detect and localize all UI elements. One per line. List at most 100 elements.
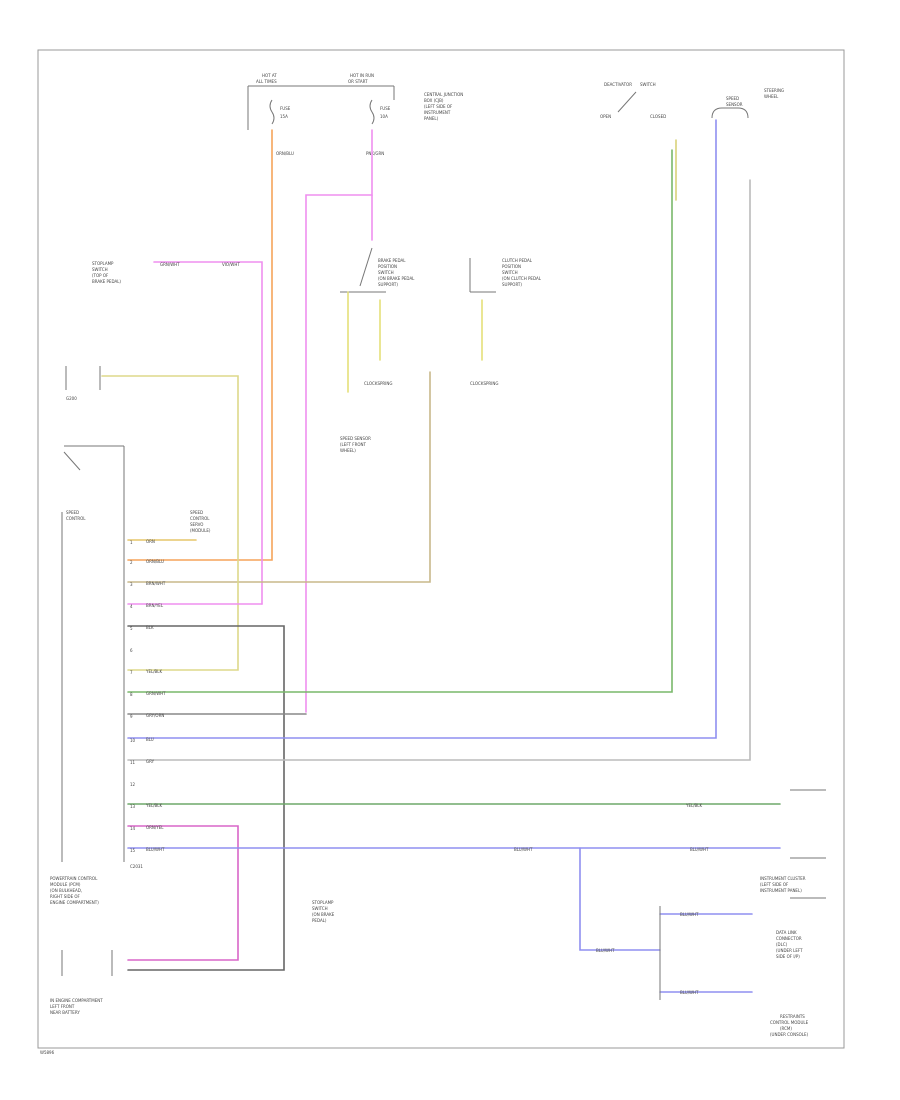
fuse-left-label-a: HOT AT xyxy=(262,73,277,78)
svg-text:(RCM): (RCM) xyxy=(780,1026,792,1031)
svg-text:(ON BRAKE PEDAL: (ON BRAKE PEDAL xyxy=(378,276,415,281)
svg-text:DEACTIVATOR: DEACTIVATOR xyxy=(604,82,632,87)
tag-pin14: ORN/YEL xyxy=(146,825,164,830)
svg-text:G200: G200 xyxy=(66,396,77,401)
pin-5: 5 xyxy=(130,626,133,631)
pin-13: 13 xyxy=(130,804,136,809)
tag-pin13: YEL/BLK xyxy=(145,803,163,808)
wire-pink-fuse-right xyxy=(305,129,373,713)
tag-pin5: BLK xyxy=(146,625,154,630)
clutch-pedal-switch: CLUTCH PEDAL POSITION SWITCH (ON CLUTCH … xyxy=(469,258,542,293)
svg-text:SPEED: SPEED xyxy=(726,96,739,101)
svg-text:(UNDER CONSOLE): (UNDER CONSOLE) xyxy=(770,1032,809,1037)
diagram-frame xyxy=(37,49,845,1049)
wire-pink-pin13 xyxy=(127,825,239,961)
tag-blue-right: BLU/WHT xyxy=(690,847,709,852)
wire-tag-2: VIO/WHT xyxy=(222,262,240,267)
pin-7: 7 xyxy=(130,670,133,675)
main-module-label: SPEED CONTROL SERVO (MODULE) xyxy=(190,510,211,533)
svg-text:(DLC): (DLC) xyxy=(776,942,788,947)
tag-pin15: BLU/WHT xyxy=(146,847,165,852)
pin-4: 4 xyxy=(130,604,133,609)
svg-text:WHEEL): WHEEL) xyxy=(340,448,356,453)
wire-blue-pin9 xyxy=(127,119,717,739)
tag-pin1: ORN xyxy=(146,539,155,544)
tag-blue-mid: BLU/WHT xyxy=(514,847,533,852)
left-ground-switch: G200 xyxy=(65,366,101,401)
brake-pedal-switch: BRAKE PEDAL POSITION SWITCH (ON BRAKE PE… xyxy=(340,247,415,293)
svg-text:(ON BULKHEAD,: (ON BULKHEAD, xyxy=(50,888,82,893)
svg-text:CONTROL MODULE: CONTROL MODULE xyxy=(770,1020,809,1025)
wire-black-pin5 xyxy=(127,625,285,971)
svg-text:SPEED SENSOR: SPEED SENSOR xyxy=(340,436,371,441)
svg-text:CONTROL: CONTROL xyxy=(66,516,86,521)
svg-text:BOX (CJB): BOX (CJB) xyxy=(424,98,444,103)
pin-10: 10 xyxy=(130,738,136,743)
wire-green-pin7 xyxy=(127,149,673,693)
fuse-right-wire: PNK/GRN xyxy=(366,151,384,156)
clockspring-label-1: CLOCKSPRING xyxy=(364,381,392,386)
wire-orange-fuse-left xyxy=(127,129,273,561)
fuse-left-amps: 15A xyxy=(280,114,288,119)
fuse-left-wire: ORN/BLU xyxy=(276,151,294,156)
svg-text:SWITCH: SWITCH xyxy=(640,82,656,87)
fuse-right-fuse: FUSE xyxy=(380,106,391,111)
wire-tan-vertical xyxy=(127,371,431,583)
tag-blue-branch: BLU/WHT xyxy=(596,948,615,953)
svg-text:DATA LINK: DATA LINK xyxy=(776,930,797,935)
fuse-right-label-a: HOT IN RUN xyxy=(350,73,374,78)
svg-text:(TOP OF: (TOP OF xyxy=(92,273,109,278)
wire-yellow-left-top xyxy=(101,375,239,671)
svg-text:OPEN: OPEN xyxy=(600,114,611,119)
tag-pin9: GRY/ORN xyxy=(146,713,164,718)
pin-1: 1 xyxy=(130,540,133,545)
top-right-switch: DEACTIVATOR SWITCH OPEN CLOSED xyxy=(600,82,666,119)
svg-text:(MODULE): (MODULE) xyxy=(190,528,211,533)
pin-2: 2 xyxy=(130,560,133,565)
wire-blue-branch xyxy=(579,847,661,951)
fuse-right-symbol xyxy=(369,99,375,125)
svg-text:STOPLAMP: STOPLAMP xyxy=(312,900,334,905)
pin-15: 15 xyxy=(130,848,136,853)
svg-text:SIDE OF I/P): SIDE OF I/P) xyxy=(776,954,800,959)
pin-14: 14 xyxy=(130,826,136,831)
clockspring-label-2: CLOCKSPRING xyxy=(470,381,498,386)
stoplamp-switch-left: STOPLAMP SWITCH (TOP OF BRAKE PEDAL) GRN… xyxy=(92,261,240,284)
svg-text:SWITCH: SWITCH xyxy=(378,270,394,275)
fuse-note: CENTRAL JUNCTION BOX (CJB) (LEFT SIDE OF… xyxy=(424,92,463,121)
svg-text:MODULE (PCM): MODULE (PCM) xyxy=(50,882,81,887)
svg-text:SWITCH: SWITCH xyxy=(92,267,108,272)
svg-text:CLUTCH PEDAL: CLUTCH PEDAL xyxy=(502,258,533,263)
speed-control-module-left: SPEED CONTROL xyxy=(61,445,125,862)
fuse-right-label-b: OR START xyxy=(348,79,368,84)
svg-text:LEFT FRONT: LEFT FRONT xyxy=(50,1004,75,1009)
connector-label: C2031 xyxy=(130,864,143,869)
svg-text:ENGINE COMPARTMENT): ENGINE COMPARTMENT) xyxy=(50,900,99,905)
wire-pink-stoplamp xyxy=(153,261,263,605)
svg-text:NEAR BATTERY: NEAR BATTERY xyxy=(50,1010,80,1015)
svg-text:WHEEL: WHEEL xyxy=(764,94,779,99)
svg-text:POSITION: POSITION xyxy=(378,264,397,269)
tag-pin4: BRN/YEL xyxy=(146,603,164,608)
svg-text:SENSOR: SENSOR xyxy=(726,102,743,107)
svg-text:BRAKE PEDAL: BRAKE PEDAL xyxy=(378,258,406,263)
svg-text:RESTRAINTS: RESTRAINTS xyxy=(780,1014,805,1019)
svg-text:(ON BRAKE: (ON BRAKE xyxy=(312,912,335,917)
wire-gray-pin10 xyxy=(127,179,751,761)
svg-text:RIGHT SIDE OF: RIGHT SIDE OF xyxy=(50,894,81,899)
pin-3: 3 xyxy=(130,582,133,587)
svg-text:SWITCH: SWITCH xyxy=(502,270,518,275)
ground-note: STOPLAMP SWITCH (ON BRAKE PEDAL) xyxy=(312,900,335,923)
bottom-left-note: POWERTRAIN CONTROL MODULE (PCM) (ON BULK… xyxy=(50,876,113,1015)
fuse-block: HOT AT ALL TIMES HOT IN RUN OR START FUS… xyxy=(247,73,463,156)
speed-sensor-mid: SPEED SENSOR (LEFT FRONT WHEEL) CLOCKSPR… xyxy=(340,381,498,453)
svg-text:SERVO: SERVO xyxy=(190,522,203,527)
pin-row-group: 1 2 3 4 5 6 7 8 9 10 11 12 13 14 15 ORN … xyxy=(127,119,781,1000)
pin-9: 9 xyxy=(130,714,133,719)
tag-green-right: YEL/BLK xyxy=(685,803,703,808)
svg-text:POWERTRAIN CONTROL: POWERTRAIN CONTROL xyxy=(50,876,98,881)
svg-text:INSTRUMENT CLUSTER: INSTRUMENT CLUSTER xyxy=(760,876,806,881)
svg-text:(LEFT FRONT: (LEFT FRONT xyxy=(340,442,366,447)
pin-11: 11 xyxy=(130,760,136,765)
